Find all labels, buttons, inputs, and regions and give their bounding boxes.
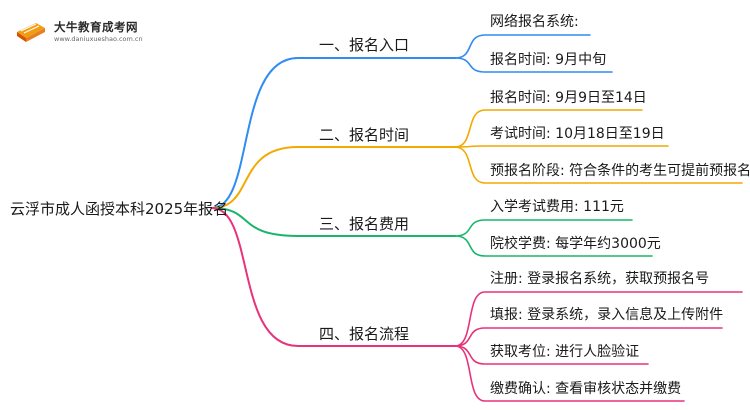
leaf-3-1: 入学考试费用: 111元 (490, 199, 624, 215)
logo-name: 大牛教育成考网 (54, 20, 138, 34)
leaf-connector-4-2 (454, 327, 723, 347)
leaf-2-3: 预报名阶段: 符合条件的考生可提前预报名 (490, 163, 750, 179)
branch-connector-2 (211, 146, 456, 209)
leaf-connector-1-1 (454, 34, 591, 59)
leaf-connector-1-2 (454, 57, 613, 73)
book-logo-icon (17, 23, 45, 42)
leaf-2-1: 报名时间: 9月9日至14日 (490, 90, 647, 106)
leaf-connector-4-4 (454, 345, 685, 402)
leaf-connector-2-1 (454, 109, 643, 148)
leaf-3-2: 院校学费: 每学年约3000元 (490, 236, 661, 252)
leaf-connector-2-3 (454, 146, 743, 184)
branch-label-4: 四、报名流程 (319, 325, 410, 343)
leaf-2-2: 考试时间: 10月18日至19日 (490, 126, 665, 142)
leaf-connector-3-2 (454, 235, 653, 257)
leaf-4-4: 缴费确认: 查看审核状态并缴费 (490, 381, 682, 397)
leaf-1-1: 网络报名系统: (490, 14, 579, 30)
leaf-connector-4-1 (454, 291, 743, 347)
leaf-connector-2-2 (454, 145, 669, 148)
leaf-4-2: 填报: 登录系统，录入信息及上传附件 (490, 307, 724, 323)
root-topic: 云浮市成人函授本科2025年报名 (10, 200, 229, 218)
leaf-1-2: 报名时间: 9月中旬 (490, 52, 607, 68)
logo-url: www.daniuxueshao.com.cn (54, 35, 143, 43)
leaf-4-1: 注册: 登录报名系统，获取预报名号 (490, 271, 710, 287)
branch-connector-1 (211, 57, 456, 209)
branch-connector-4 (211, 207, 456, 347)
branch-label-3: 三、报名费用 (319, 215, 410, 233)
branch-label-1: 一、报名入口 (319, 36, 410, 54)
logo: 大牛教育成考网 www.daniuxueshao.com.cn (14, 16, 146, 46)
branch-connector-3 (211, 207, 456, 237)
branch-label-2: 二、报名时间 (319, 126, 410, 144)
leaf-connector-3-1 (454, 219, 633, 237)
leaf-4-3: 获取考位: 进行人脸验证 (490, 344, 640, 360)
